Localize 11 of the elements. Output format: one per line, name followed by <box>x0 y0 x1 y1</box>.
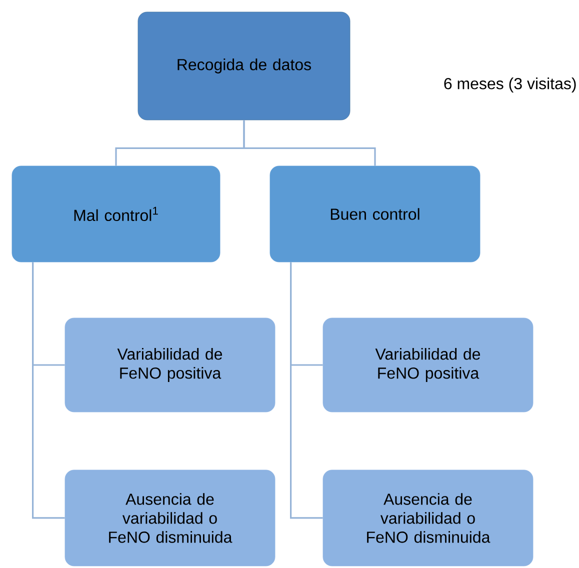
category-box: Mal control$^{1}$ <box>12 166 220 262</box>
outcome-box: Variabilidad de FeNO positiva <box>322 318 534 412</box>
connector-line <box>243 120 376 166</box>
outcome-box: Ausencia de variabilidad o FeNO disminuida <box>64 470 276 566</box>
category-box: Buen control <box>270 166 480 262</box>
note-text: 6 meses (3 visitas) <box>444 78 576 92</box>
connector-line <box>32 262 65 519</box>
outcome-box: Ausencia de variabilidad o FeNO disminuida <box>322 470 534 566</box>
outcome-box: Variabilidad de FeNO positiva <box>64 318 276 412</box>
category-box: Recogida de datos <box>138 12 350 120</box>
connector-line <box>290 262 323 519</box>
